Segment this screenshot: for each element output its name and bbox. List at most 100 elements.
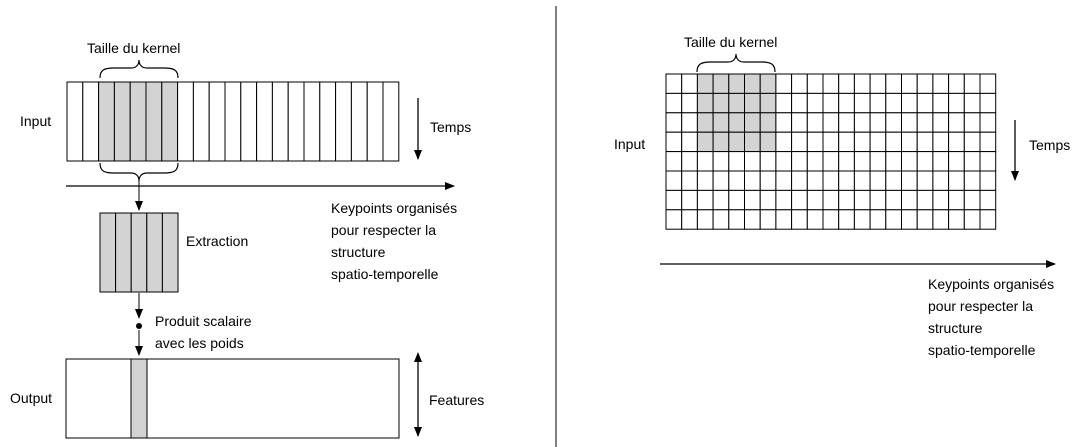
grid-cell: [806, 189, 824, 211]
grid-cell: [885, 92, 902, 114]
grid-cell: [948, 189, 965, 211]
grid-cell: [916, 92, 934, 114]
grid-cell: [853, 92, 871, 114]
grid-cell: [791, 131, 808, 153]
grid-cell: [932, 131, 950, 153]
grid-cell: [916, 209, 934, 230]
grid-cell: [916, 151, 934, 172]
grid-cell: [791, 189, 808, 211]
grid-cell: [759, 189, 777, 211]
grid-cell: [822, 131, 840, 153]
grid-cell: [869, 151, 887, 172]
grid-cell: [728, 209, 745, 230]
input-column: [98, 81, 115, 162]
grid-cell: [759, 151, 777, 172]
grid-cell: [744, 189, 761, 211]
grid-cell: [712, 151, 730, 172]
grid-cell: [853, 170, 871, 191]
extraction-column: [99, 212, 117, 293]
grid-cell: [681, 189, 698, 211]
grid-cell: [806, 73, 824, 94]
grid-cell: [869, 112, 887, 133]
grid-cell: [665, 92, 683, 114]
input-column: [319, 81, 337, 162]
grid-cell: [759, 73, 777, 94]
grid-cell: [885, 131, 902, 153]
input-column: [82, 81, 100, 162]
dot-product-caption: Produit scalaire avec les poids: [155, 310, 252, 354]
grid-cell: [948, 73, 965, 94]
grid-cell: [932, 73, 950, 94]
left-panel: [65, 59, 455, 439]
grid-cell: [665, 209, 683, 230]
grid-cell: [979, 170, 997, 191]
grid-cell: [696, 112, 714, 133]
keypoints-caption-line: spatio-temporelle: [928, 342, 1036, 358]
grid-cell: [696, 92, 714, 114]
grid-cell: [901, 112, 918, 133]
grid-cell: [775, 170, 793, 191]
grid-cell: [979, 92, 997, 114]
grid-cell: [728, 170, 745, 191]
input-column: [366, 81, 384, 162]
grid-cell: [681, 73, 698, 94]
grid-cell: [869, 170, 887, 191]
grid-cell: [963, 112, 981, 133]
grid-cell: [728, 92, 745, 114]
grid-cell: [806, 151, 824, 172]
grid-cell: [853, 189, 871, 211]
grid-cell: [712, 112, 730, 133]
grid-cell: [932, 92, 950, 114]
input-column: [208, 81, 226, 162]
input-column: [177, 81, 194, 162]
grid-cell: [806, 112, 824, 133]
output-feature-column: [130, 358, 148, 439]
extraction-column: [115, 212, 132, 293]
grid-cell: [759, 209, 777, 230]
grid-cell: [869, 131, 887, 153]
dot-product-line: Produit scalaire: [155, 313, 252, 329]
grid-cell: [744, 209, 761, 230]
grid-cell: [963, 151, 981, 172]
grid-cell: [744, 170, 761, 191]
grid-cell: [853, 112, 871, 133]
grid-cell: [932, 170, 950, 191]
grid-cell: [744, 151, 761, 172]
grid-cell: [838, 92, 855, 114]
grid-cell: [838, 170, 855, 191]
time-label: Temps: [430, 119, 472, 135]
grid-cell: [932, 189, 950, 211]
grid-cell: [948, 92, 965, 114]
input-column: [192, 81, 210, 162]
input-column: [224, 81, 242, 162]
input-column: [256, 81, 273, 162]
grid-cell: [712, 131, 730, 153]
grid-cell: [838, 131, 855, 153]
grid-cell: [791, 73, 808, 94]
grid-cell: [916, 170, 934, 191]
grid-cell: [759, 92, 777, 114]
grid-cell: [901, 131, 918, 153]
grid-cell: [744, 92, 761, 114]
keypoints-caption-right: Keypoints organisés pour respecter la st…: [928, 273, 1054, 361]
grid-cell: [665, 112, 683, 133]
input-grid: [665, 73, 997, 230]
grid-cell: [869, 189, 887, 211]
input-column: [382, 81, 400, 162]
keypoints-caption-line: Keypoints organisés: [928, 276, 1055, 292]
grid-cell: [963, 209, 981, 230]
grid-cell: [948, 170, 965, 191]
grid-cell: [681, 209, 698, 230]
grid-cell: [932, 112, 950, 133]
grid-cell: [744, 112, 761, 133]
grid-cell: [901, 92, 918, 114]
grid-cell: [885, 209, 902, 230]
grid-cell: [979, 112, 997, 133]
grid-cell: [665, 170, 683, 191]
grid-cell: [963, 73, 981, 94]
time-label-right: Temps: [1029, 137, 1071, 153]
grid-cell: [696, 151, 714, 172]
kernel-brace-top-right: [696, 53, 776, 73]
grid-cell: [916, 112, 934, 133]
